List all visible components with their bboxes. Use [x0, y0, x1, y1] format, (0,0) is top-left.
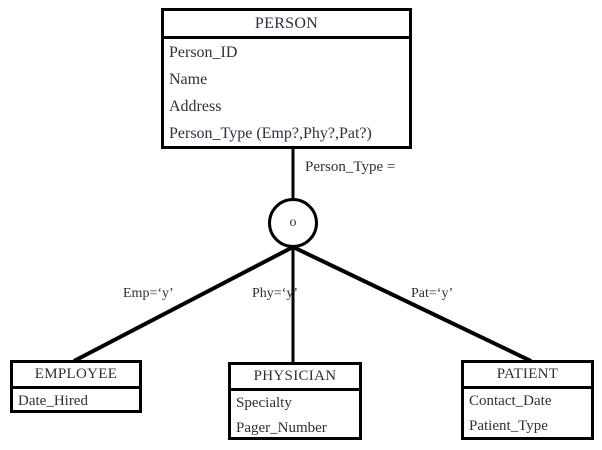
- entity-person-attributes: Person_ID Name Address Person_Type (Emp?…: [164, 39, 409, 147]
- entity-patient[interactable]: PATIENT Contact_Date Patient_Type: [461, 360, 594, 440]
- edge-label-patient: Pat=‘y’: [411, 286, 454, 301]
- entity-person-title: PERSON: [164, 11, 409, 39]
- attribute-patient-type: Patient_Type: [469, 418, 548, 434]
- entity-physician-attributes: Specialty Pager_Number: [231, 391, 359, 441]
- entity-person[interactable]: PERSON Person_ID Name Address Person_Typ…: [161, 8, 412, 149]
- attribute-date-hired: Date_Hired: [18, 393, 88, 409]
- edge-circle-to-employee: [73, 245, 294, 363]
- entity-employee[interactable]: EMPLOYEE Date_Hired: [10, 360, 142, 413]
- attribute-person-id: Person_ID: [169, 44, 238, 61]
- edge-circle-to-patient: [292, 245, 532, 363]
- edge-label-employee: Emp=‘y’: [123, 286, 174, 301]
- entity-patient-attributes: Contact_Date Patient_Type: [464, 389, 591, 439]
- edge-label-physician: Phy=‘y’: [252, 286, 299, 301]
- overlap-rule-symbol: o: [289, 215, 297, 230]
- attribute-specialty: Specialty: [236, 395, 292, 411]
- entity-employee-title: EMPLOYEE: [13, 363, 139, 389]
- attribute-address: Address: [169, 98, 222, 115]
- entity-physician[interactable]: PHYSICIAN Specialty Pager_Number: [228, 362, 362, 440]
- subtype-discriminator-circle[interactable]: o: [268, 198, 318, 248]
- entity-patient-title: PATIENT: [464, 363, 591, 389]
- entity-physician-title: PHYSICIAN: [231, 365, 359, 391]
- attribute-name: Name: [169, 71, 208, 88]
- entity-employee-attributes: Date_Hired: [13, 389, 139, 414]
- discriminator-label: Person_Type =: [305, 159, 396, 175]
- attribute-contact-date: Contact_Date: [469, 393, 552, 409]
- attribute-person-type: Person_Type (Emp?,Phy?,Pat?): [169, 125, 372, 142]
- attribute-pager-number: Pager_Number: [236, 420, 327, 436]
